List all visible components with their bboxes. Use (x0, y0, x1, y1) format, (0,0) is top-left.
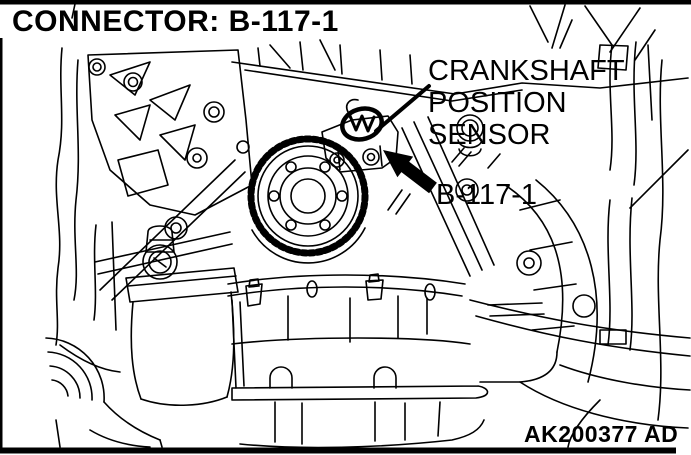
lower-right-member (469, 299, 691, 448)
frame-tick (71, 3, 76, 19)
figure-title: CONNECTOR: B-117-1 (12, 5, 339, 38)
connector-circle-marker (340, 106, 384, 142)
sensor-callout-label: CRANKSHAFT POSITION SENSOR (428, 55, 625, 151)
timing-belt-lines (387, 114, 542, 277)
engine-drawing (45, 4, 691, 449)
left-outline (55, 47, 117, 346)
figure-code: AK200377 AD (524, 421, 679, 447)
bell-housing (479, 41, 689, 421)
mount-bracket (87, 49, 253, 301)
label-leader-line (374, 84, 431, 133)
upper-beam (231, 4, 689, 102)
sensor-label-line3: SENSOR (428, 119, 551, 151)
oil-filter (125, 225, 239, 407)
oil-pan (227, 273, 489, 449)
sensor-pointer-arrow-icon (383, 150, 437, 194)
sensor-label-line1: CRANKSHAFT (428, 55, 625, 87)
crank-sprocket (247, 135, 369, 264)
sensor-label-line2: POSITION (428, 87, 567, 119)
connector-id-label: B-117-1 (436, 179, 538, 211)
callout-annotations (340, 84, 437, 194)
crank-pulley (45, 337, 163, 448)
